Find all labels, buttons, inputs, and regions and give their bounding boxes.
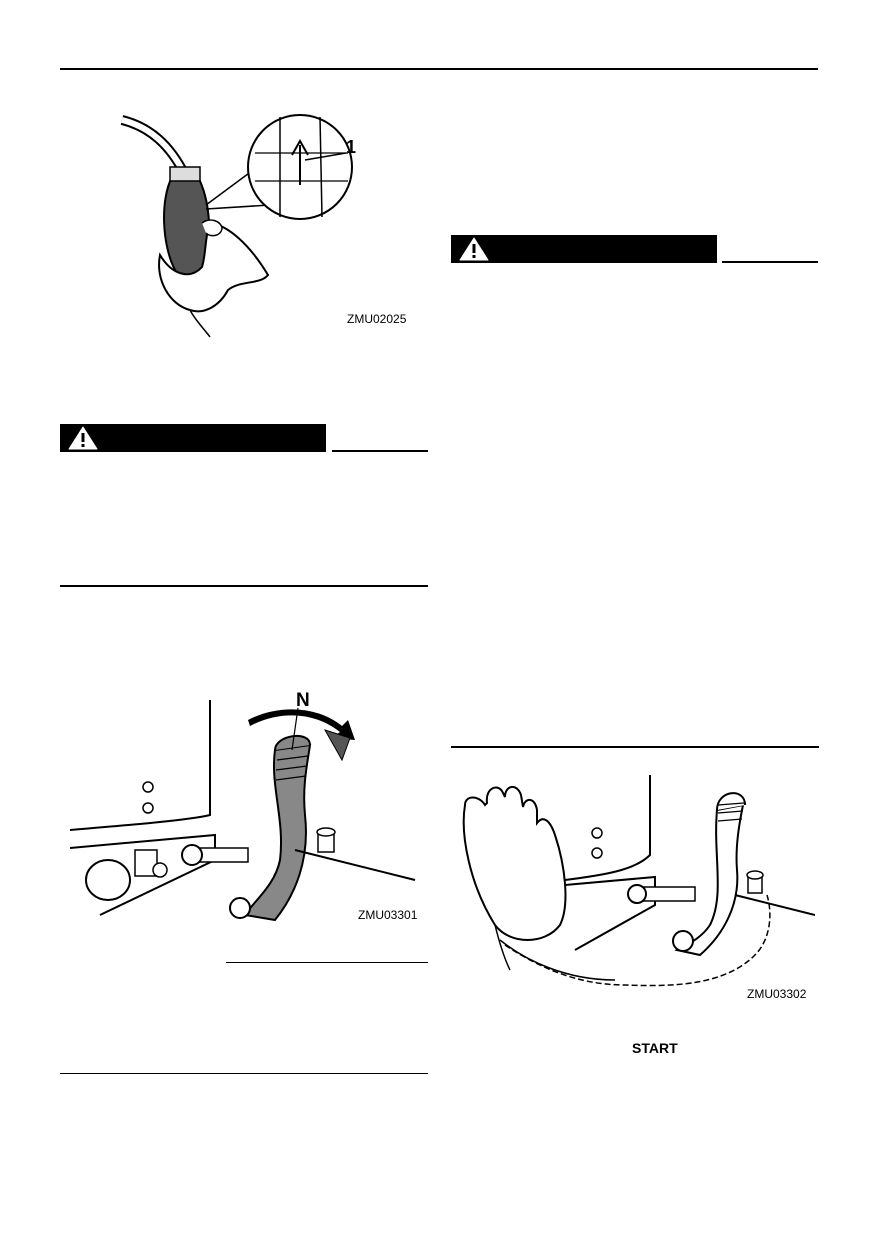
figure-code: ZMU02025 [347, 312, 407, 326]
section-divider-left-bottom [60, 1073, 428, 1074]
warning-underline-left [332, 450, 428, 452]
note-rule-left [226, 962, 428, 963]
figure-fuel-primer-bulb: 1 ZMU02025 [110, 105, 420, 340]
top-rule [60, 68, 818, 70]
warning-underline-right [722, 261, 818, 263]
warning-banner-right [451, 235, 717, 263]
figure-starter-grip: ZMU03302 [455, 775, 816, 1005]
shift-lever-illustration [69, 700, 416, 922]
figure-shift-lever-neutral: N ZMU03301 [69, 690, 425, 925]
warning-triangle-icon [459, 237, 489, 261]
primer-bulb-illustration [120, 114, 353, 338]
callout-label: 1 [346, 137, 357, 157]
starter-grip-illustration [462, 775, 816, 987]
warning-triangle-icon [68, 426, 98, 450]
section-divider-right [451, 746, 819, 748]
figure-code: ZMU03302 [747, 987, 807, 1001]
figure-code: ZMU03301 [358, 908, 418, 922]
caption-start: START [632, 1040, 678, 1056]
section-divider-left [60, 585, 428, 587]
callout-label: N [296, 690, 310, 711]
warning-banner-left [60, 424, 326, 452]
